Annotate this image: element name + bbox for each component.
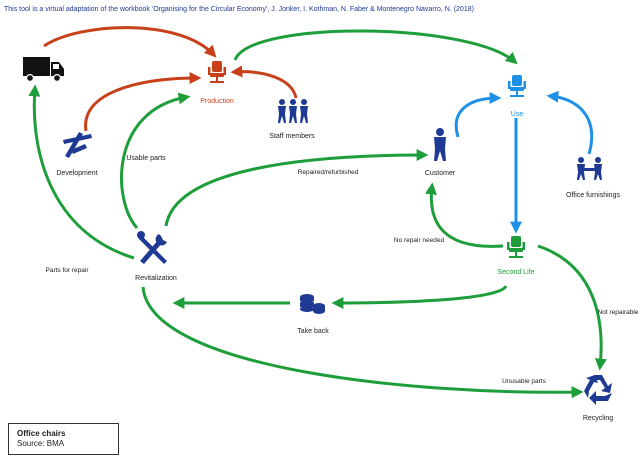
label-development: Development [56, 170, 97, 177]
use-chair-icon [508, 75, 526, 97]
edge-label-parts-for-repair: Parts for repair [46, 267, 90, 274]
label-second-life: Second Life [498, 269, 535, 276]
edge-secondlife-to-recycling [537, 244, 607, 371]
legend-title: Office chairs [17, 429, 66, 438]
people-group-icon [278, 99, 308, 123]
label-office-furnishings: Office furnishings [566, 192, 620, 199]
edge-label-unusable-parts: Unusable parts [502, 378, 546, 385]
label-revitalization: Revitalization [135, 275, 177, 282]
edge-label-not-repairable: Not repairable [598, 309, 639, 316]
edge-officefurnishings-to-use [546, 90, 594, 155]
edge-customer-to-use [454, 92, 502, 138]
edge-revitalization-to-customer [164, 149, 429, 227]
edge-development-to-production [84, 72, 202, 132]
edge-production-to-use [233, 29, 518, 65]
second-life-chair-icon [507, 236, 525, 258]
design-tools-icon [63, 132, 92, 158]
edge-staff-to-production [230, 65, 298, 99]
edge-revitalization-to-production-usable-parts [120, 92, 191, 229]
coin-stack-icon [300, 294, 325, 314]
label-usable-parts: Usable parts [126, 155, 166, 162]
truck-icon [23, 57, 64, 83]
label-staff-members: Staff members [269, 133, 315, 140]
handshake-people-icon [577, 157, 602, 180]
header-citation: This tool is a virtual adaptation of the… [4, 6, 474, 13]
edge-label-no-repair-needed: No repair needed [394, 237, 445, 244]
label-take-back: Take back [297, 328, 329, 335]
label-production: Production [200, 98, 234, 105]
recycle-icon [584, 375, 612, 405]
edge-revitalization-to-truck [28, 84, 135, 260]
edge-revitalization-to-recycling [141, 286, 584, 399]
wrench-screwdriver-icon [137, 231, 167, 264]
edge-secondlife-to-customer [425, 182, 504, 248]
label-use: Use [511, 111, 524, 118]
edge-label-repaired-refurbished: Repaired/refurbished [298, 169, 359, 176]
legend-box: Office chairs Source: BMA [8, 423, 119, 455]
office-chair-icon [208, 61, 226, 83]
edge-truck-to-production [43, 26, 217, 58]
legend-source: Source: BMA [17, 439, 65, 448]
label-recycling: Recycling [583, 415, 613, 422]
edge-secondlife-to-takeback [331, 285, 508, 309]
person-icon [434, 128, 446, 161]
label-customer: Customer [425, 170, 456, 177]
